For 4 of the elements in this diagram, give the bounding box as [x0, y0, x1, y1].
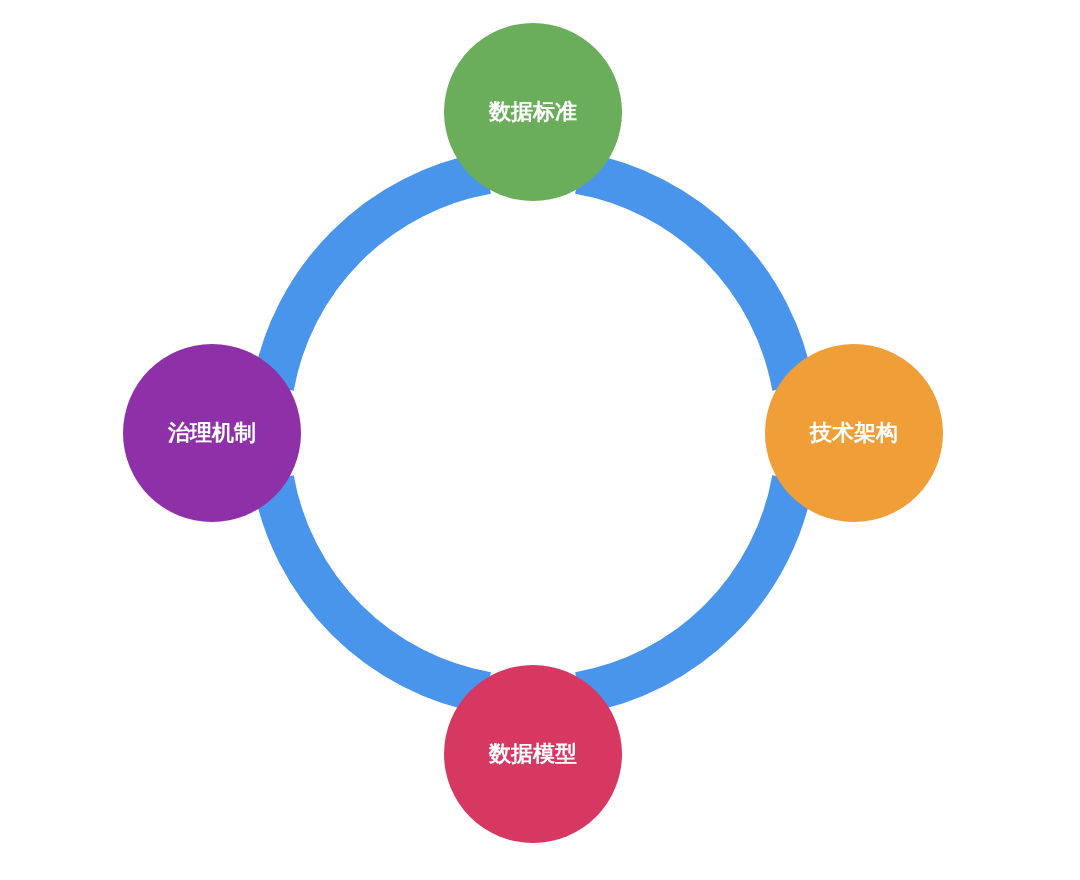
topic-circle: 数据模型 — [444, 665, 622, 843]
topic-circle: 技术架构 — [765, 344, 943, 522]
topic-circle: 治理机制 — [123, 344, 301, 522]
topic-circle: 数据标准 — [444, 23, 622, 201]
